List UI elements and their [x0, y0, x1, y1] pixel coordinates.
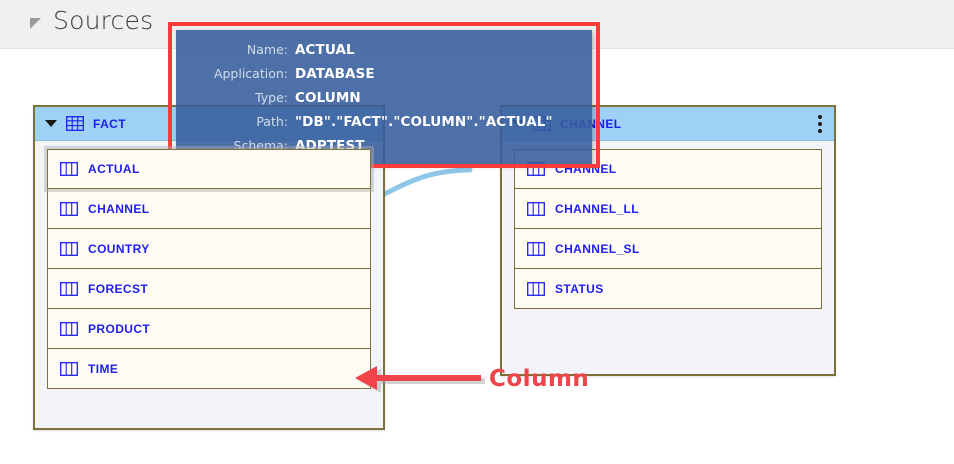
tooltip-row: Path: "DB"."FACT"."COLUMN"."ACTUAL" — [176, 110, 592, 134]
triangle-down-icon[interactable] — [45, 120, 57, 127]
lineage-canvas: FACT ACTUAL CHANNEL — [0, 49, 954, 464]
tooltip-value: COLUMN — [295, 90, 361, 106]
tooltip-value: ACTUAL — [295, 42, 355, 58]
column-row[interactable]: FORECST — [47, 269, 371, 309]
column-row[interactable]: CHANNEL_SL — [514, 229, 822, 269]
tooltip-value: DATABASE — [295, 66, 375, 82]
table-node-fact[interactable]: FACT ACTUAL CHANNEL — [33, 105, 385, 430]
column-icon — [527, 241, 545, 256]
column-icon — [60, 361, 78, 376]
column-label: CHANNEL — [555, 162, 617, 176]
column-label: TIME — [88, 361, 119, 376]
column-details-tooltip: Name: ACTUAL Application: DATABASE Type:… — [176, 30, 592, 164]
column-label: STATUS — [555, 281, 604, 296]
tooltip-label: Type: — [255, 90, 288, 105]
table-node-channel[interactable]: CHANNEL CHANNEL CHANNEL_LL — [500, 105, 836, 376]
column-label: FORECST — [88, 281, 149, 296]
column-row[interactable]: CHANNEL — [47, 189, 371, 229]
column-list-channel: CHANNEL CHANNEL_LL CHANNEL_SL — [502, 141, 834, 321]
column-icon — [60, 321, 78, 336]
tooltip-row: Application: DATABASE — [176, 62, 592, 86]
column-row[interactable]: COUNTRY — [47, 229, 371, 269]
column-label: COUNTRY — [88, 241, 150, 256]
page-title: Sources — [53, 6, 154, 35]
table-title: FACT — [93, 116, 126, 131]
tooltip-value: "DB"."FACT"."COLUMN"."ACTUAL" — [295, 114, 553, 130]
kebab-menu-icon[interactable] — [818, 114, 822, 133]
column-icon — [60, 201, 78, 216]
column-icon — [527, 201, 545, 216]
column-row[interactable]: TIME — [47, 349, 371, 389]
column-label: CHANNEL_LL — [555, 201, 639, 216]
tooltip-label: Path: — [256, 114, 288, 129]
column-icon — [527, 281, 545, 296]
column-row[interactable]: PRODUCT — [47, 309, 371, 349]
column-label: CHANNEL_SL — [555, 241, 640, 256]
tooltip-label: Application: — [213, 66, 288, 81]
tooltip-label: Name: — [246, 42, 288, 57]
column-label: CHANNEL — [88, 201, 150, 216]
column-icon — [60, 241, 78, 256]
column-label: ACTUAL — [88, 162, 140, 176]
tooltip-row: Name: ACTUAL — [176, 38, 592, 62]
sources-header: Sources — [30, 6, 153, 36]
column-icon — [527, 162, 545, 176]
column-icon — [60, 281, 78, 296]
column-row[interactable]: CHANNEL_LL — [514, 189, 822, 229]
column-label: PRODUCT — [88, 321, 151, 336]
column-row[interactable]: STATUS — [514, 269, 822, 309]
column-icon — [60, 162, 78, 176]
collapse-caret-icon[interactable] — [30, 17, 41, 29]
column-row[interactable]: ACTUAL — [47, 149, 371, 189]
table-grid-icon — [66, 116, 84, 131]
tooltip-row: Type: COLUMN — [176, 86, 592, 110]
column-list-fact: ACTUAL CHANNEL COUNTRY — [35, 141, 383, 401]
